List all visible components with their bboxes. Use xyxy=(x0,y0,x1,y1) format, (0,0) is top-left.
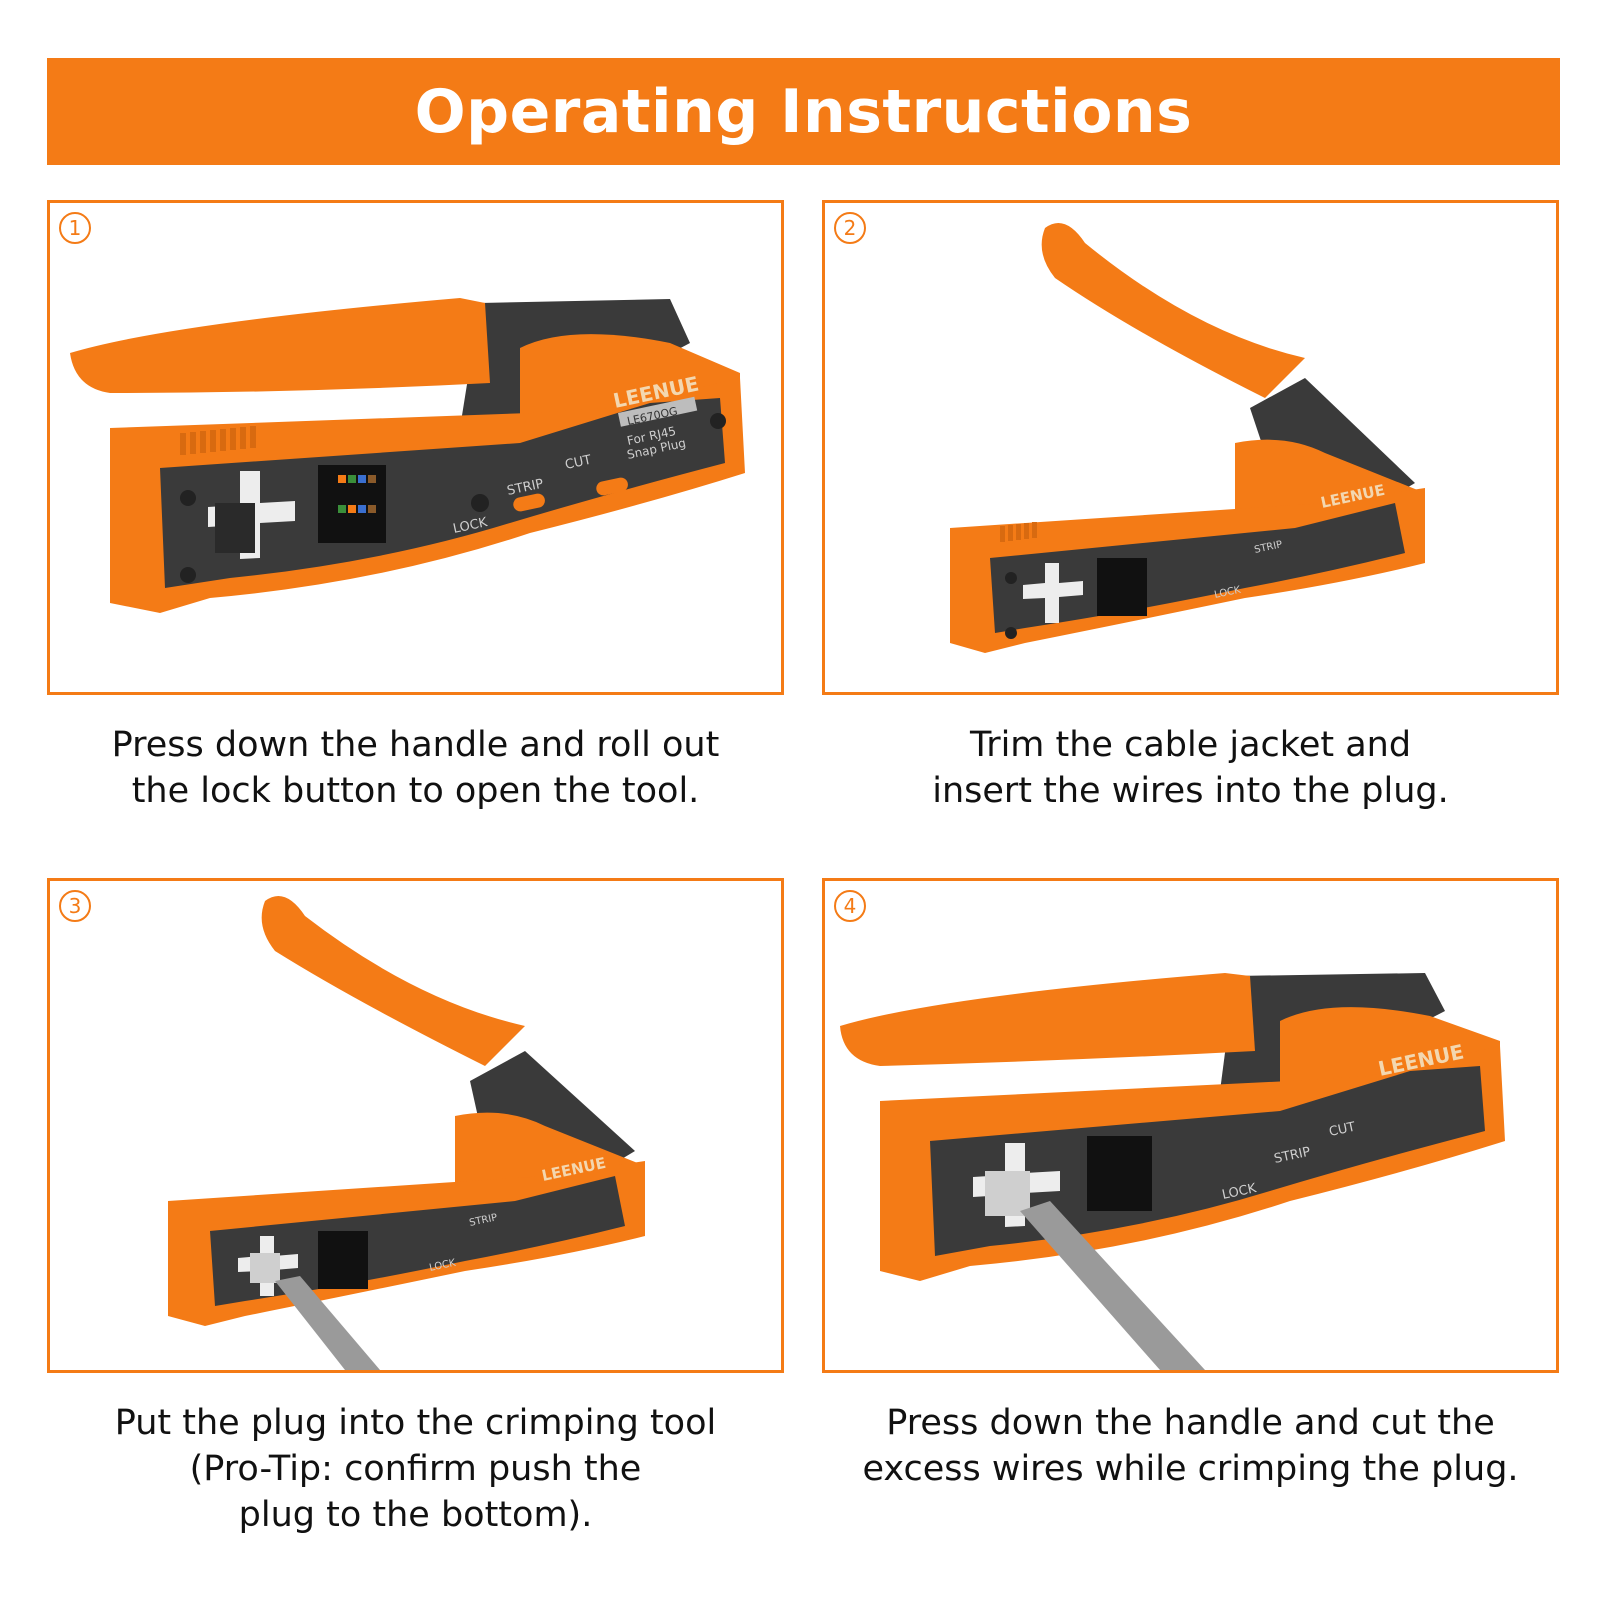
step-3-caption: Put the plug into the crimping tool (Pro… xyxy=(47,1400,784,1538)
step-3-tool-illustration: LEENUE STRIP LOCK xyxy=(168,896,645,1370)
step-2-caption: Trim the cable jacket and insert the wir… xyxy=(822,722,1559,814)
step-1-number: 1 xyxy=(59,212,91,244)
step-2-caption-line-1: Trim the cable jacket and xyxy=(969,725,1412,765)
step-4-panel: 4 LEENUE CUT STRIP LOCK xyxy=(822,878,1559,1373)
step-2-caption-line-2: insert the wires into the plug. xyxy=(932,771,1449,811)
cut-label: CUT xyxy=(564,453,593,473)
step-4-tool-illustration: LEENUE CUT STRIP LOCK xyxy=(840,973,1505,1370)
step-3-panel: 3 LEENUE STRIP LOCK xyxy=(47,878,784,1373)
step-1-caption-line-1: Press down the handle and roll out xyxy=(111,725,720,765)
step-3-caption-line-3: plug to the bottom). xyxy=(238,1495,593,1535)
lock-label-4: LOCK xyxy=(1221,1181,1258,1203)
header-banner: Operating Instructions xyxy=(47,58,1560,165)
step-1-caption: Press down the handle and roll out the l… xyxy=(47,722,784,814)
lock-label: LOCK xyxy=(452,515,489,537)
page-title: Operating Instructions xyxy=(414,76,1193,147)
cut-label-4: CUT xyxy=(1328,1120,1357,1140)
step-2-number: 2 xyxy=(834,212,866,244)
step-1-tool-illustration: LEENUE LE670OG For RJ45 Snap Plug CUT ST… xyxy=(70,298,745,613)
step-2-tool-illustration: LEENUE STRIP LOCK xyxy=(950,223,1425,653)
step-1-caption-line-2: the lock button to open the tool. xyxy=(131,771,700,811)
step-3-caption-line-2: (Pro-Tip: confirm push the xyxy=(189,1449,642,1489)
step-4-caption-line-2: excess wires while crimping the plug. xyxy=(862,1449,1519,1489)
step-3-caption-line-1: Put the plug into the crimping tool xyxy=(114,1403,717,1443)
step-4-caption: Press down the handle and cut the excess… xyxy=(822,1400,1559,1492)
step-2-panel: 2 LEENUE STRIP LOCK xyxy=(822,200,1559,695)
step-1-panel: 1 LEENUE LE670OG For RJ45 Snap Plug CUT … xyxy=(47,200,784,695)
step-4-caption-line-1: Press down the handle and cut the xyxy=(886,1403,1495,1443)
step-4-number: 4 xyxy=(834,890,866,922)
step-3-number: 3 xyxy=(59,890,91,922)
